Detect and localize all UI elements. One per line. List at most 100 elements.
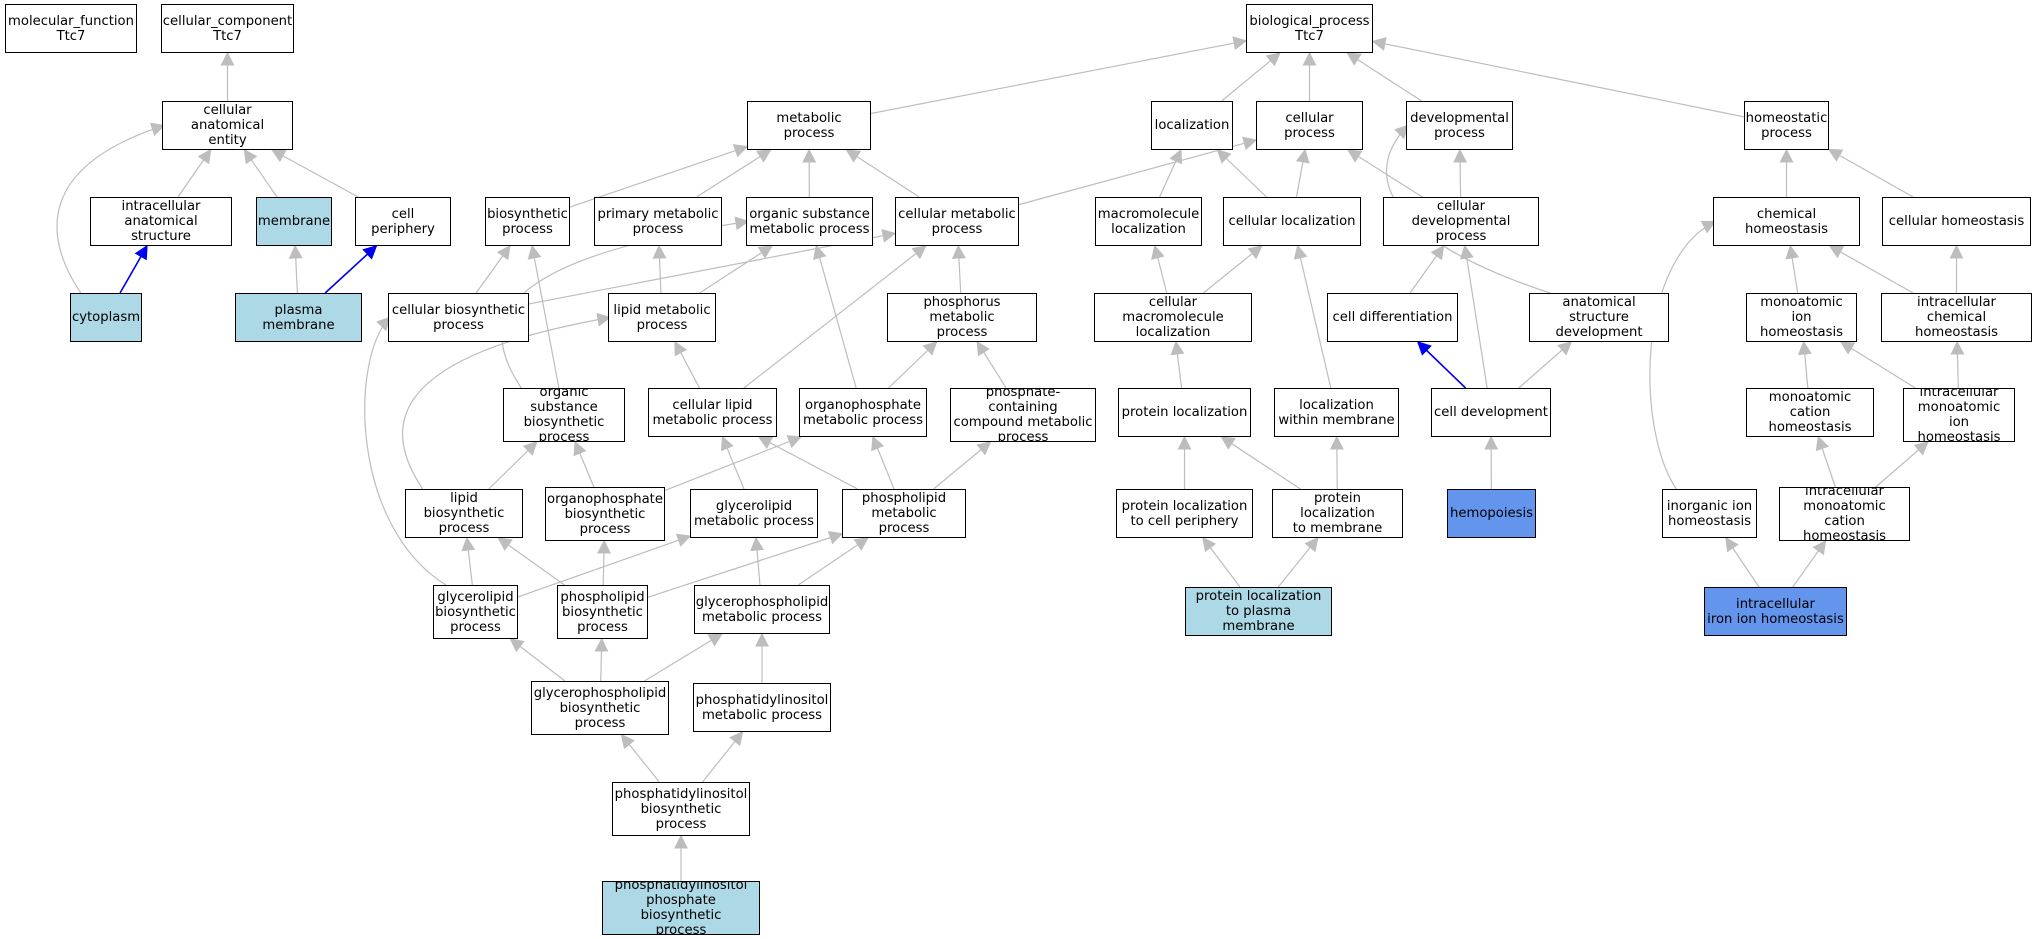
- edge-phospholipid-biosynthetic-process-to-organophosphate-biosynthetic-process: [596, 539, 611, 586]
- node-intracellular-iron-ion-homeostasis[interactable]: intracellular iron ion homeostasis: [1704, 587, 1847, 636]
- edge-localization-to-biological-process: [1221, 52, 1281, 102]
- node-intracellular-anatomical-structure[interactable]: intracellular anatomical structure: [90, 197, 232, 246]
- node-cell-periphery[interactable]: cell periphery: [355, 197, 451, 246]
- edge-protein-localization-to-plasma-membrane-to-protein-localization-to-membrane: [1277, 536, 1319, 588]
- node-localization-within-membrane[interactable]: localization within membrane: [1274, 388, 1399, 437]
- node-phosphatidylinositol-biosynthetic-process[interactable]: phosphatidylinositol biosynthetic proces…: [612, 782, 750, 836]
- node-organophosphate-metabolic-process[interactable]: organophosphate metabolic process: [799, 388, 927, 437]
- node-glycerolipid-biosynthetic-process[interactable]: glycerolipid biosynthetic process: [433, 585, 518, 639]
- edge-protein-localization-to-cellular-macromolecule-localization: [1170, 340, 1185, 389]
- edge-intracellular-monoatomic-cation-homeostasis-to-intracellular-monoatomic-ion-homeostasis: [1875, 441, 1929, 488]
- node-cellular-developmental-process[interactable]: cellular developmental process: [1383, 197, 1539, 246]
- node-developmental-process[interactable]: developmental process: [1406, 101, 1513, 150]
- node-phosphatidylinositol-phosphate-biosynthetic-process[interactable]: phosphatidylinositol phosphate biosynthe…: [602, 881, 760, 935]
- node-protein-localization-to-plasma-membrane[interactable]: protein localization to plasma membrane: [1185, 587, 1332, 636]
- node-cellular-lipid-metabolic-process[interactable]: cellular lipid metabolic process: [648, 388, 777, 437]
- node-intracellular-monoatomic-cation-homeostasis[interactable]: intracellular monoatomic cation homeosta…: [1779, 487, 1910, 541]
- edge-cellular-localization-to-localization: [1216, 149, 1267, 198]
- edge-cell-development-to-cell-differentiation: [1416, 341, 1467, 389]
- edge-lipid-metabolic-process-to-primary-metabolic-process: [652, 244, 667, 294]
- edge-cellular-lipid-metabolic-process-to-cellular-metabolic-process: [743, 245, 927, 389]
- edge-cell-differentiation-to-cellular-developmental-process: [1409, 244, 1445, 294]
- edge-glycerolipid-biosynthetic-process-to-lipid-biosynthetic-process: [461, 536, 476, 586]
- node-primary-metabolic-process[interactable]: primary metabolic process: [594, 197, 722, 246]
- edge-cellular-homeostasis-to-homeostatic-process: [1827, 148, 1914, 198]
- edge-layer: [56, 36, 1965, 881]
- node-inorganic-ion-homeostasis[interactable]: inorganic ion homeostasis: [1662, 489, 1757, 538]
- edge-phospholipid-biosynthetic-process-to-phospholipid-metabolic-process: [647, 531, 844, 598]
- node-cellular-biosynthetic-process[interactable]: cellular biosynthetic process: [388, 293, 529, 342]
- node-chemical-homeostasis[interactable]: chemical homeostasis: [1713, 197, 1860, 246]
- node-phospholipid-metabolic-process[interactable]: phospholipid metabolic process: [842, 489, 966, 538]
- edge-lipid-metabolic-process-to-organic-substance-metabolic-process: [699, 245, 774, 294]
- edge-cellular-biosynthetic-process-to-biosynthetic-process: [475, 244, 511, 294]
- node-glycerophospholipid-biosynthetic-process[interactable]: glycerophospholipid biosynthetic process: [531, 681, 669, 735]
- node-lipid-biosynthetic-process[interactable]: lipid biosynthetic process: [405, 489, 523, 538]
- edge-organophosphate-biosynthetic-process-to-organic-substance-biosynthetic-process: [573, 440, 595, 488]
- edge-glycerolipid-metabolic-process-to-cellular-lipid-metabolic-process: [720, 435, 745, 490]
- edge-phospholipid-metabolic-process-to-cellular-lipid-metabolic-process: [757, 436, 858, 490]
- node-cell-development[interactable]: cell development: [1431, 388, 1551, 437]
- edge-cytoplasm-to-cellular-anatomical-entity: [56, 122, 166, 294]
- edge-glycerophospholipid-biosynthetic-process-to-phospholipid-biosynthetic-process: [594, 637, 609, 682]
- edge-organic-substance-biosynthetic-process-to-biosynthetic-process: [527, 244, 560, 389]
- edge-cell-development-to-cellular-developmental-process: [1459, 244, 1488, 389]
- node-glycerolipid-metabolic-process[interactable]: glycerolipid metabolic process: [690, 489, 818, 538]
- node-cellular-anatomical-entity[interactable]: cellular anatomical entity: [162, 101, 293, 150]
- node-cell-differentiation[interactable]: cell differentiation: [1327, 293, 1458, 342]
- node-organic-substance-metabolic-process[interactable]: organic substance metabolic process: [746, 197, 873, 246]
- edge-cellular-lipid-metabolic-process-to-lipid-metabolic-process: [674, 340, 701, 389]
- edge-intracellular-monoatomic-ion-homeostasis-to-intracellular-chemical-homeostasis: [1950, 340, 1965, 389]
- node-cellular-component[interactable]: cellular_component Ttc7: [161, 4, 294, 53]
- node-lipid-metabolic-process[interactable]: lipid metabolic process: [608, 293, 716, 342]
- node-hemopoiesis[interactable]: hemopoiesis: [1447, 489, 1536, 538]
- node-homeostatic-process[interactable]: homeostatic process: [1744, 101, 1829, 150]
- edge-localization-within-membrane-to-cellular-localization: [1293, 244, 1332, 389]
- node-organophosphate-biosynthetic-process[interactable]: organophosphate biosynthetic process: [545, 487, 665, 541]
- node-localization[interactable]: localization: [1151, 101, 1233, 150]
- node-phosphate-containing-compound-metabolic-process[interactable]: phosphate-containing compound metabolic …: [950, 388, 1096, 442]
- edge-developmental-process-to-biological-process: [1346, 52, 1422, 102]
- edge-metabolic-process-to-biological-process: [870, 36, 1248, 115]
- node-anatomical-structure-development[interactable]: anatomical structure development: [1529, 293, 1669, 342]
- node-monoatomic-ion-homeostasis[interactable]: monoatomic ion homeostasis: [1746, 293, 1857, 342]
- edge-inorganic-ion-homeostasis-to-chemical-homeostasis: [1649, 220, 1717, 490]
- node-phosphorus-metabolic-process[interactable]: phosphorus metabolic process: [887, 293, 1037, 342]
- edge-intracellular-iron-ion-homeostasis-to-inorganic-ion-homeostasis: [1725, 536, 1760, 588]
- node-phosphatidylinositol-metabolic-process[interactable]: phosphatidylinositol metabolic process: [693, 683, 831, 732]
- node-cellular-metabolic-process[interactable]: cellular metabolic process: [895, 197, 1019, 246]
- node-phospholipid-biosynthetic-process[interactable]: phospholipid biosynthetic process: [557, 585, 648, 639]
- node-intracellular-monoatomic-ion-homeostasis[interactable]: intracellular monoatomic ion homeostasis: [1903, 388, 2015, 442]
- node-protein-localization-to-cell-periphery[interactable]: protein localization to cell periphery: [1116, 489, 1253, 538]
- node-protein-localization[interactable]: protein localization: [1118, 388, 1251, 437]
- node-cytoplasm[interactable]: cytoplasm: [70, 293, 142, 342]
- edge-organophosphate-metabolic-process-to-phosphorus-metabolic-process: [888, 341, 938, 389]
- edge-phospholipid-metabolic-process-to-phosphate-containing-compound-metabolic-process: [933, 441, 992, 490]
- node-intracellular-chemical-homeostasis[interactable]: intracellular chemical homeostasis: [1881, 293, 2032, 342]
- edge-phospholipid-metabolic-process-to-organophosphate-metabolic-process: [871, 435, 895, 490]
- edge-glycerophospholipid-metabolic-process-to-glycerolipid-metabolic-process: [750, 536, 765, 586]
- node-metabolic-process[interactable]: metabolic process: [747, 101, 871, 150]
- edge-intracellular-chemical-homeostasis-to-chemical-homeostasis: [1828, 245, 1914, 294]
- edge-organophosphate-biosynthetic-process-to-organophosphate-metabolic-process: [664, 435, 803, 491]
- node-cellular-homeostasis[interactable]: cellular homeostasis: [1882, 197, 2031, 246]
- edge-primary-metabolic-process-to-metabolic-process: [696, 149, 772, 198]
- edge-glycerophospholipid-metabolic-process-to-phospholipid-metabolic-process: [797, 537, 869, 586]
- node-cellular-process[interactable]: cellular process: [1256, 101, 1363, 150]
- node-glycerophospholipid-metabolic-process[interactable]: glycerophospholipid metabolic process: [694, 585, 830, 634]
- edge-glycerophospholipid-biosynthetic-process-to-glycerophospholipid-metabolic-process: [644, 633, 723, 682]
- node-monoatomic-cation-homeostasis[interactable]: monoatomic cation homeostasis: [1746, 388, 1874, 437]
- node-organic-substance-biosynthetic-process[interactable]: organic substance biosynthetic process: [503, 388, 625, 442]
- node-protein-localization-to-membrane[interactable]: protein localization to membrane: [1272, 489, 1403, 538]
- node-cellular-localization[interactable]: cellular localization: [1223, 197, 1361, 246]
- edge-cellular-macromolecule-localization-to-macromolecule-localization: [1151, 244, 1168, 294]
- node-biological-process[interactable]: biological_process Ttc7: [1246, 4, 1373, 53]
- node-macromolecule-localization[interactable]: macromolecule localization: [1095, 197, 1202, 246]
- node-biosynthetic-process[interactable]: biosynthetic process: [485, 197, 570, 246]
- node-cellular-macromolecule-localization[interactable]: cellular macromolecule localization: [1094, 293, 1252, 342]
- node-plasma-membrane[interactable]: plasma membrane: [235, 293, 362, 342]
- node-molecular-function[interactable]: molecular_function Ttc7: [5, 4, 137, 53]
- node-membrane[interactable]: membrane: [256, 197, 332, 246]
- edge-intracellular-iron-ion-homeostasis-to-intracellular-monoatomic-cation-homeostasis: [1792, 539, 1827, 588]
